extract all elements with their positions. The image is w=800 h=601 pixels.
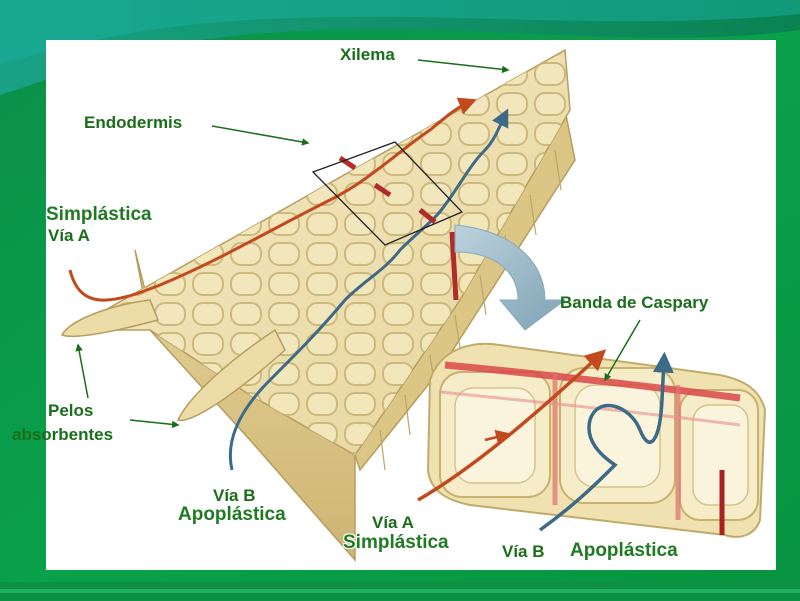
label-via-b-bottom: Vía B [213, 486, 256, 505]
label-simplastica-right: Simplástica [343, 532, 449, 553]
label-banda-caspary: Banda de Caspary [560, 293, 709, 312]
root-hair-top [60, 299, 160, 338]
label-simplastica-left: Simplástica [46, 204, 152, 225]
label-via-a-left: Vía A [48, 226, 90, 245]
top-wave-light [0, 0, 800, 64]
wedge-caspary-marks [338, 155, 459, 301]
label-endodermis: Endodermis [84, 113, 183, 132]
label-pelos: Pelos [48, 401, 94, 420]
bottom-stripe [0, 589, 800, 593]
label-absorbentes: absorbentes [12, 425, 114, 444]
label-apoplastica-bottom: Apoplástica [178, 504, 286, 525]
label-via-a-right: Vía A [372, 513, 414, 532]
zoom-box-icon [311, 141, 464, 246]
curved-arrow-icon [454, 224, 567, 331]
detail-via-b-arrow [538, 351, 674, 532]
label-via-b-right: Vía B [502, 542, 545, 561]
label-leaders [75, 59, 641, 429]
via-a-path [68, 97, 477, 302]
label-apoplastica-right: Apoplástica [570, 540, 678, 561]
label-xilema: Xilema [340, 45, 395, 64]
root-hair-bottom [176, 328, 286, 422]
via-b-path [228, 108, 509, 471]
detail-via-a-tick [484, 429, 511, 445]
